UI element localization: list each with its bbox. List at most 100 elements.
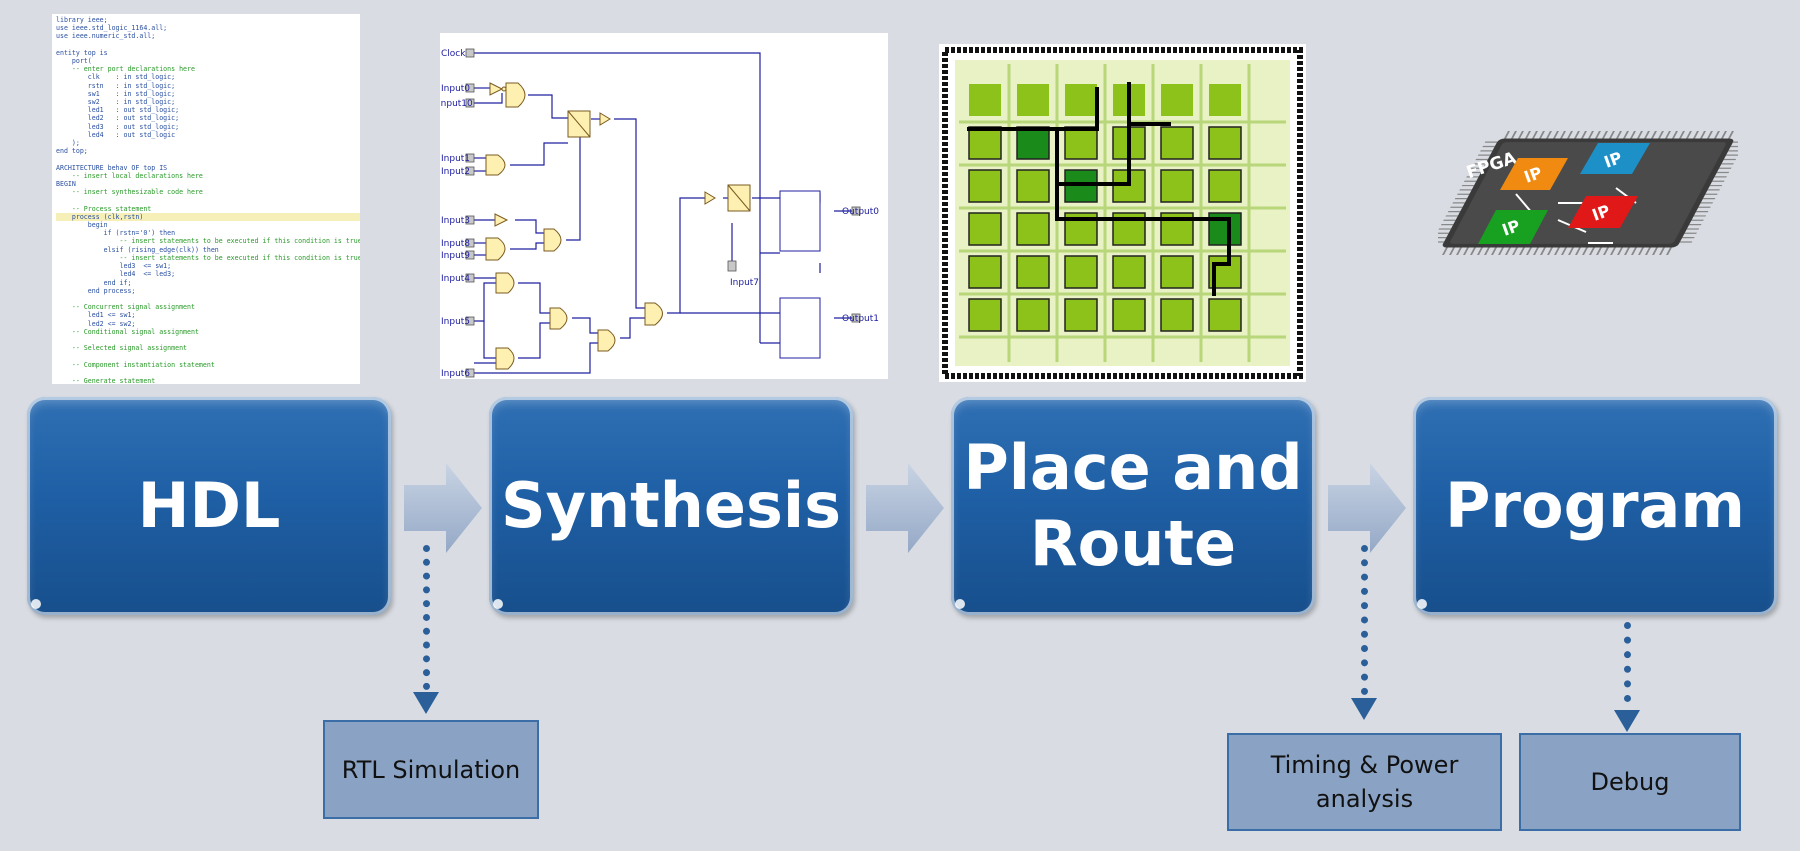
code-line: led1 : out std_logic;: [56, 106, 180, 115]
code-line: end top;: [56, 147, 88, 156]
input-4-label: Input4: [441, 274, 470, 284]
input-clock-label: Clock: [441, 49, 466, 59]
logic-block: [969, 84, 1001, 116]
input-1-label: Input1: [441, 154, 470, 164]
code-line: [56, 155, 60, 163]
logic-block: [968, 126, 1002, 160]
code-line: led3 : out std_logic;: [56, 122, 180, 131]
input-2-label: Input2: [441, 167, 470, 177]
logic-block: [968, 169, 1002, 203]
dotted-connector-timing: [1361, 545, 1368, 695]
code-line: end process;: [56, 286, 136, 295]
output-0-label: Output0: [842, 207, 879, 217]
logic-block: [1209, 84, 1241, 116]
logic-block: [968, 212, 1002, 246]
logic-block: [1016, 255, 1050, 289]
logic-block: [1112, 298, 1146, 332]
code-line: entity top is: [56, 48, 108, 57]
code-line: elsif (rising_edge(clk)) then: [56, 245, 219, 254]
input-5-label: Input5: [441, 317, 470, 327]
stage-synthesis-label: Synthesis: [500, 469, 842, 542]
flow-arrow-3: [1328, 463, 1406, 553]
code-line: sw2 : in std_logic;: [56, 98, 176, 107]
stage-synthesis: Synthesis: [489, 397, 853, 615]
debug-label: Debug: [1590, 768, 1670, 796]
code-line: sw1 : in std_logic;: [56, 89, 176, 98]
code-line: );: [56, 139, 80, 148]
ip-label-orange: IP: [1522, 163, 1545, 187]
code-line: -- Concurrent signal assignment: [56, 303, 195, 312]
input-9-label: Input9: [441, 251, 470, 261]
code-line: -- enter port declarations here: [56, 65, 195, 74]
input-6-label: Input6: [441, 369, 470, 379]
dotted-connector-rtl: [423, 545, 430, 690]
code-line: led4 <= led3;: [56, 270, 176, 279]
stage-hdl: HDL: [27, 397, 391, 615]
code-line: -- insert synthesizable code here: [56, 188, 203, 197]
ip-block-green: [1478, 210, 1548, 244]
ip-label-blue: IP: [1602, 148, 1625, 172]
logic-block: [1017, 84, 1049, 116]
stage-place-route-line2: Route: [1029, 507, 1237, 580]
logic-block: [1016, 298, 1050, 332]
debug-box: Debug: [1519, 733, 1741, 831]
timing-power-line2: analysis: [1315, 785, 1414, 813]
ip-label-green: IP: [1500, 216, 1523, 240]
stage-place-route-line1: Place and: [963, 431, 1303, 504]
logic-block: [968, 255, 1002, 289]
logic-block: [1160, 169, 1194, 203]
code-line: [56, 352, 60, 360]
ip-block-orange: [1500, 158, 1568, 190]
logic-block: [1160, 298, 1194, 332]
code-line: -- insert statements to be executed if t…: [56, 253, 360, 262]
code-line: led2 <= sw2;: [56, 319, 136, 328]
arrowhead-debug: [1614, 710, 1640, 732]
code-line: [56, 369, 60, 377]
logic-block: [1208, 169, 1242, 203]
logic-block: [1064, 255, 1098, 289]
code-line: use ieee.std_logic_1164.all;: [56, 24, 168, 33]
place-and-route-grid: [939, 44, 1306, 382]
code-line: led2 : out std_logic;: [56, 114, 180, 123]
fpga-chip-illustration: FPGA IP IP IP IP: [1438, 130, 1738, 256]
code-line: [56, 196, 60, 204]
synthesis-schematic: Clock Input0 Input10 Input1 Input2 Input…: [440, 33, 888, 379]
code-line: library ieee;: [56, 16, 108, 24]
code-line: end if;: [56, 278, 132, 287]
ip-label-red: IP: [1590, 201, 1613, 225]
code-line: [56, 295, 60, 303]
logic-block: [968, 298, 1002, 332]
code-line: -- insert statements to be executed if t…: [56, 237, 360, 246]
code-line: [56, 41, 60, 49]
code-line: rstn : in std_logic;: [56, 81, 176, 90]
hdl-code-text: library ieee; use ieee.std_logic_1164.al…: [52, 14, 360, 384]
code-line: -- Conditional signal assignment: [56, 327, 199, 336]
output-1-label: Output1: [842, 314, 879, 324]
placed-logic-block: [1016, 126, 1050, 160]
ip-block-blue: [1580, 143, 1650, 174]
arrowhead-rtl: [413, 692, 439, 714]
logic-block: [1065, 84, 1097, 116]
code-line: -- Selected signal assignment: [56, 344, 188, 353]
code-line: led1 <= sw1;: [56, 311, 136, 320]
logic-block: [1112, 255, 1146, 289]
logic-block: [1064, 126, 1098, 160]
logic-block: [1160, 255, 1194, 289]
code-line: begin: [56, 221, 108, 230]
stage-hdl-label: HDL: [137, 469, 281, 542]
code-line: -- Component instantiation statement: [56, 360, 215, 369]
code-line: if (rstn='0') then: [56, 229, 176, 238]
code-line: [56, 336, 60, 344]
input-3-label: Input3: [441, 216, 470, 226]
logic-block: [1064, 298, 1098, 332]
input-8-label: Input8: [441, 239, 470, 249]
hdl-code-panel: library ieee; use ieee.std_logic_1164.al…: [52, 14, 360, 384]
code-line: led4 : out std_logic: [56, 130, 176, 139]
code-line: -- Generate statement: [56, 376, 156, 384]
logic-block: [1208, 298, 1242, 332]
flow-arrow-2: [866, 463, 944, 553]
